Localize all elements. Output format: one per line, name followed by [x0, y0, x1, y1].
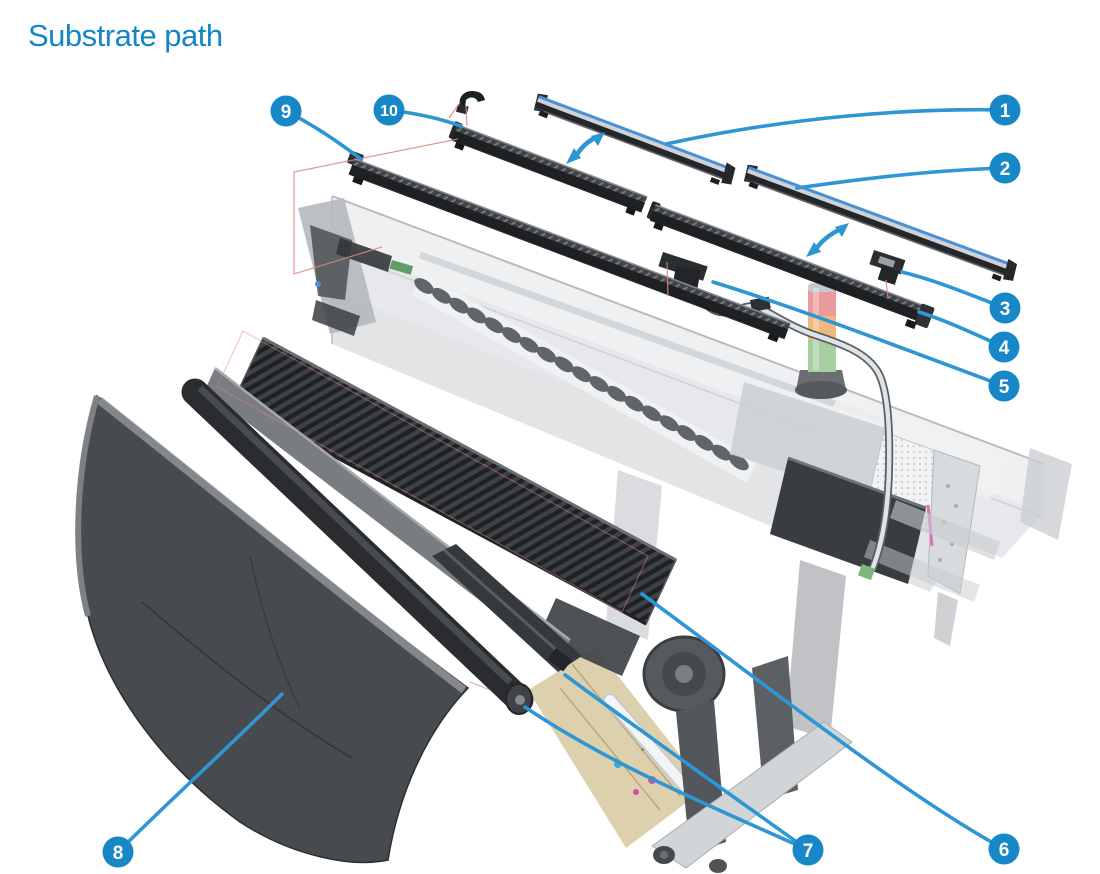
pinch-roller: [554, 356, 574, 373]
leader-line-1: [664, 107, 1007, 146]
svg-text:7: 7: [803, 841, 814, 862]
callout-3: 3: [989, 292, 1021, 324]
pinch-roller: [536, 346, 557, 363]
pinch-roller-row: [412, 273, 758, 483]
pinch-roller: [589, 376, 609, 392]
pinch-roller: [606, 385, 627, 402]
leader-line-7: [523, 705, 810, 852]
pinch-roller: [676, 425, 697, 441]
page-title: Substrate path: [28, 18, 223, 53]
pinch-roller: [659, 415, 679, 432]
assembly-arrow-right: [806, 223, 849, 257]
stand-and-supplies: [528, 560, 853, 873]
callout-9: 9: [270, 95, 302, 127]
pinch-roller: [571, 366, 592, 383]
edge-holder-rail-2: [743, 164, 1018, 282]
svg-text:8: 8: [113, 843, 124, 864]
pinch-roller: [414, 278, 434, 294]
pinch-roller: [641, 405, 662, 422]
leader-line-5: [711, 280, 1006, 388]
svg-text:1: 1: [1000, 101, 1011, 122]
alignment-red-lines: [216, 103, 889, 691]
svg-text:2: 2: [1000, 159, 1011, 180]
front-curved-cover: [75, 394, 470, 864]
callout-1: 1: [989, 94, 1021, 126]
callout-4: 4: [988, 331, 1020, 363]
callout-5: 5: [988, 370, 1020, 402]
callout-2: 2: [989, 152, 1021, 184]
pinch-roller: [431, 287, 452, 304]
media-input-bar: [432, 544, 582, 672]
edge-holder-rail-1: [533, 93, 736, 185]
svg-text:5: 5: [999, 377, 1010, 398]
assembly-arrows: [566, 132, 849, 257]
pinch-roller: [484, 317, 504, 334]
pinch-roller: [711, 444, 732, 461]
status-beacon-tower: [795, 283, 847, 399]
svg-text:4: 4: [999, 338, 1010, 359]
svg-text:3: 3: [1000, 299, 1011, 320]
pinch-roller: [729, 454, 749, 471]
assembly-arrow-left: [566, 132, 605, 164]
pinch-roller: [624, 395, 644, 412]
substrate-guide-rail-9: [347, 150, 791, 343]
callout-7: 7: [792, 834, 824, 866]
callout-markers: 1 2 3 4 5 6 7 8 9 10: [102, 94, 1021, 868]
callout-8: 8: [102, 836, 134, 868]
pinch-roller: [501, 327, 522, 343]
callout-10: 10: [373, 94, 405, 126]
pinch-roller: [449, 297, 469, 314]
substrate-guide-rail-4: [646, 201, 935, 330]
callout-6: 6: [988, 833, 1020, 865]
leader-line-2: [795, 166, 1007, 190]
svg-text:9: 9: [281, 102, 292, 123]
hook-bracket: [456, 91, 485, 115]
leader-line-6: [640, 592, 1006, 851]
pinch-roller: [466, 307, 487, 324]
svg-text:6: 6: [999, 840, 1010, 861]
leader-line-7: [563, 673, 810, 852]
pinch-roller: [694, 434, 714, 451]
svg-text:10: 10: [380, 103, 398, 120]
retainer-clip: [869, 250, 906, 285]
leader-line-8: [116, 692, 284, 854]
pinch-roller: [519, 336, 539, 353]
